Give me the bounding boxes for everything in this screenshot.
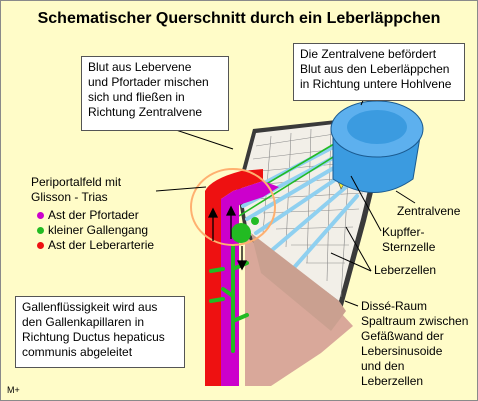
blood-mixing-box: Blut aus Lebervene und Pfortader mischen… xyxy=(81,56,229,131)
bile-duct-dot-icon xyxy=(37,227,44,234)
bile-flow-box: Gallenflüssigkeit wird aus den Gallenkap… xyxy=(15,296,185,368)
author-mark: M+ xyxy=(7,385,20,395)
disse-label: Dissé-Raum Spaltraum zwischen Gefäßwand … xyxy=(361,299,469,388)
central-vein-info-box: Die Zentralvene befördert Blut aus den L… xyxy=(293,43,465,101)
hepatic-artery-dot-icon xyxy=(37,242,44,249)
hepatocytes-label: Leberzellen xyxy=(374,263,437,277)
legend-item-hepatic-artery: Ast der Leberarterie xyxy=(37,238,154,253)
legend: Ast der Pfortader kleiner Gallengang Ast… xyxy=(37,208,154,253)
page-title: Schematischer Querschnitt durch ein Lebe… xyxy=(37,10,441,27)
flow-arrows xyxy=(207,205,248,271)
central-vein-lumen xyxy=(347,110,407,144)
hepatic-artery xyxy=(205,169,263,386)
legend-item-bile-duct: kleiner Gallengang xyxy=(37,223,154,238)
disse-space-right xyxy=(251,233,346,331)
legend-item-portal-vein: Ast der Pfortader xyxy=(37,208,154,223)
bile-duct-node xyxy=(231,223,251,243)
central-vein-label: Zentralvene xyxy=(397,204,461,218)
portal-vein-dot-icon xyxy=(37,212,44,219)
periportal-label: Periportalfeld mit Glisson - Trias xyxy=(31,175,122,204)
bile-duct-branch xyxy=(251,217,259,225)
kupffer-label: Kupffer- Sternzelle xyxy=(382,225,436,254)
periportal-ring xyxy=(190,168,276,246)
